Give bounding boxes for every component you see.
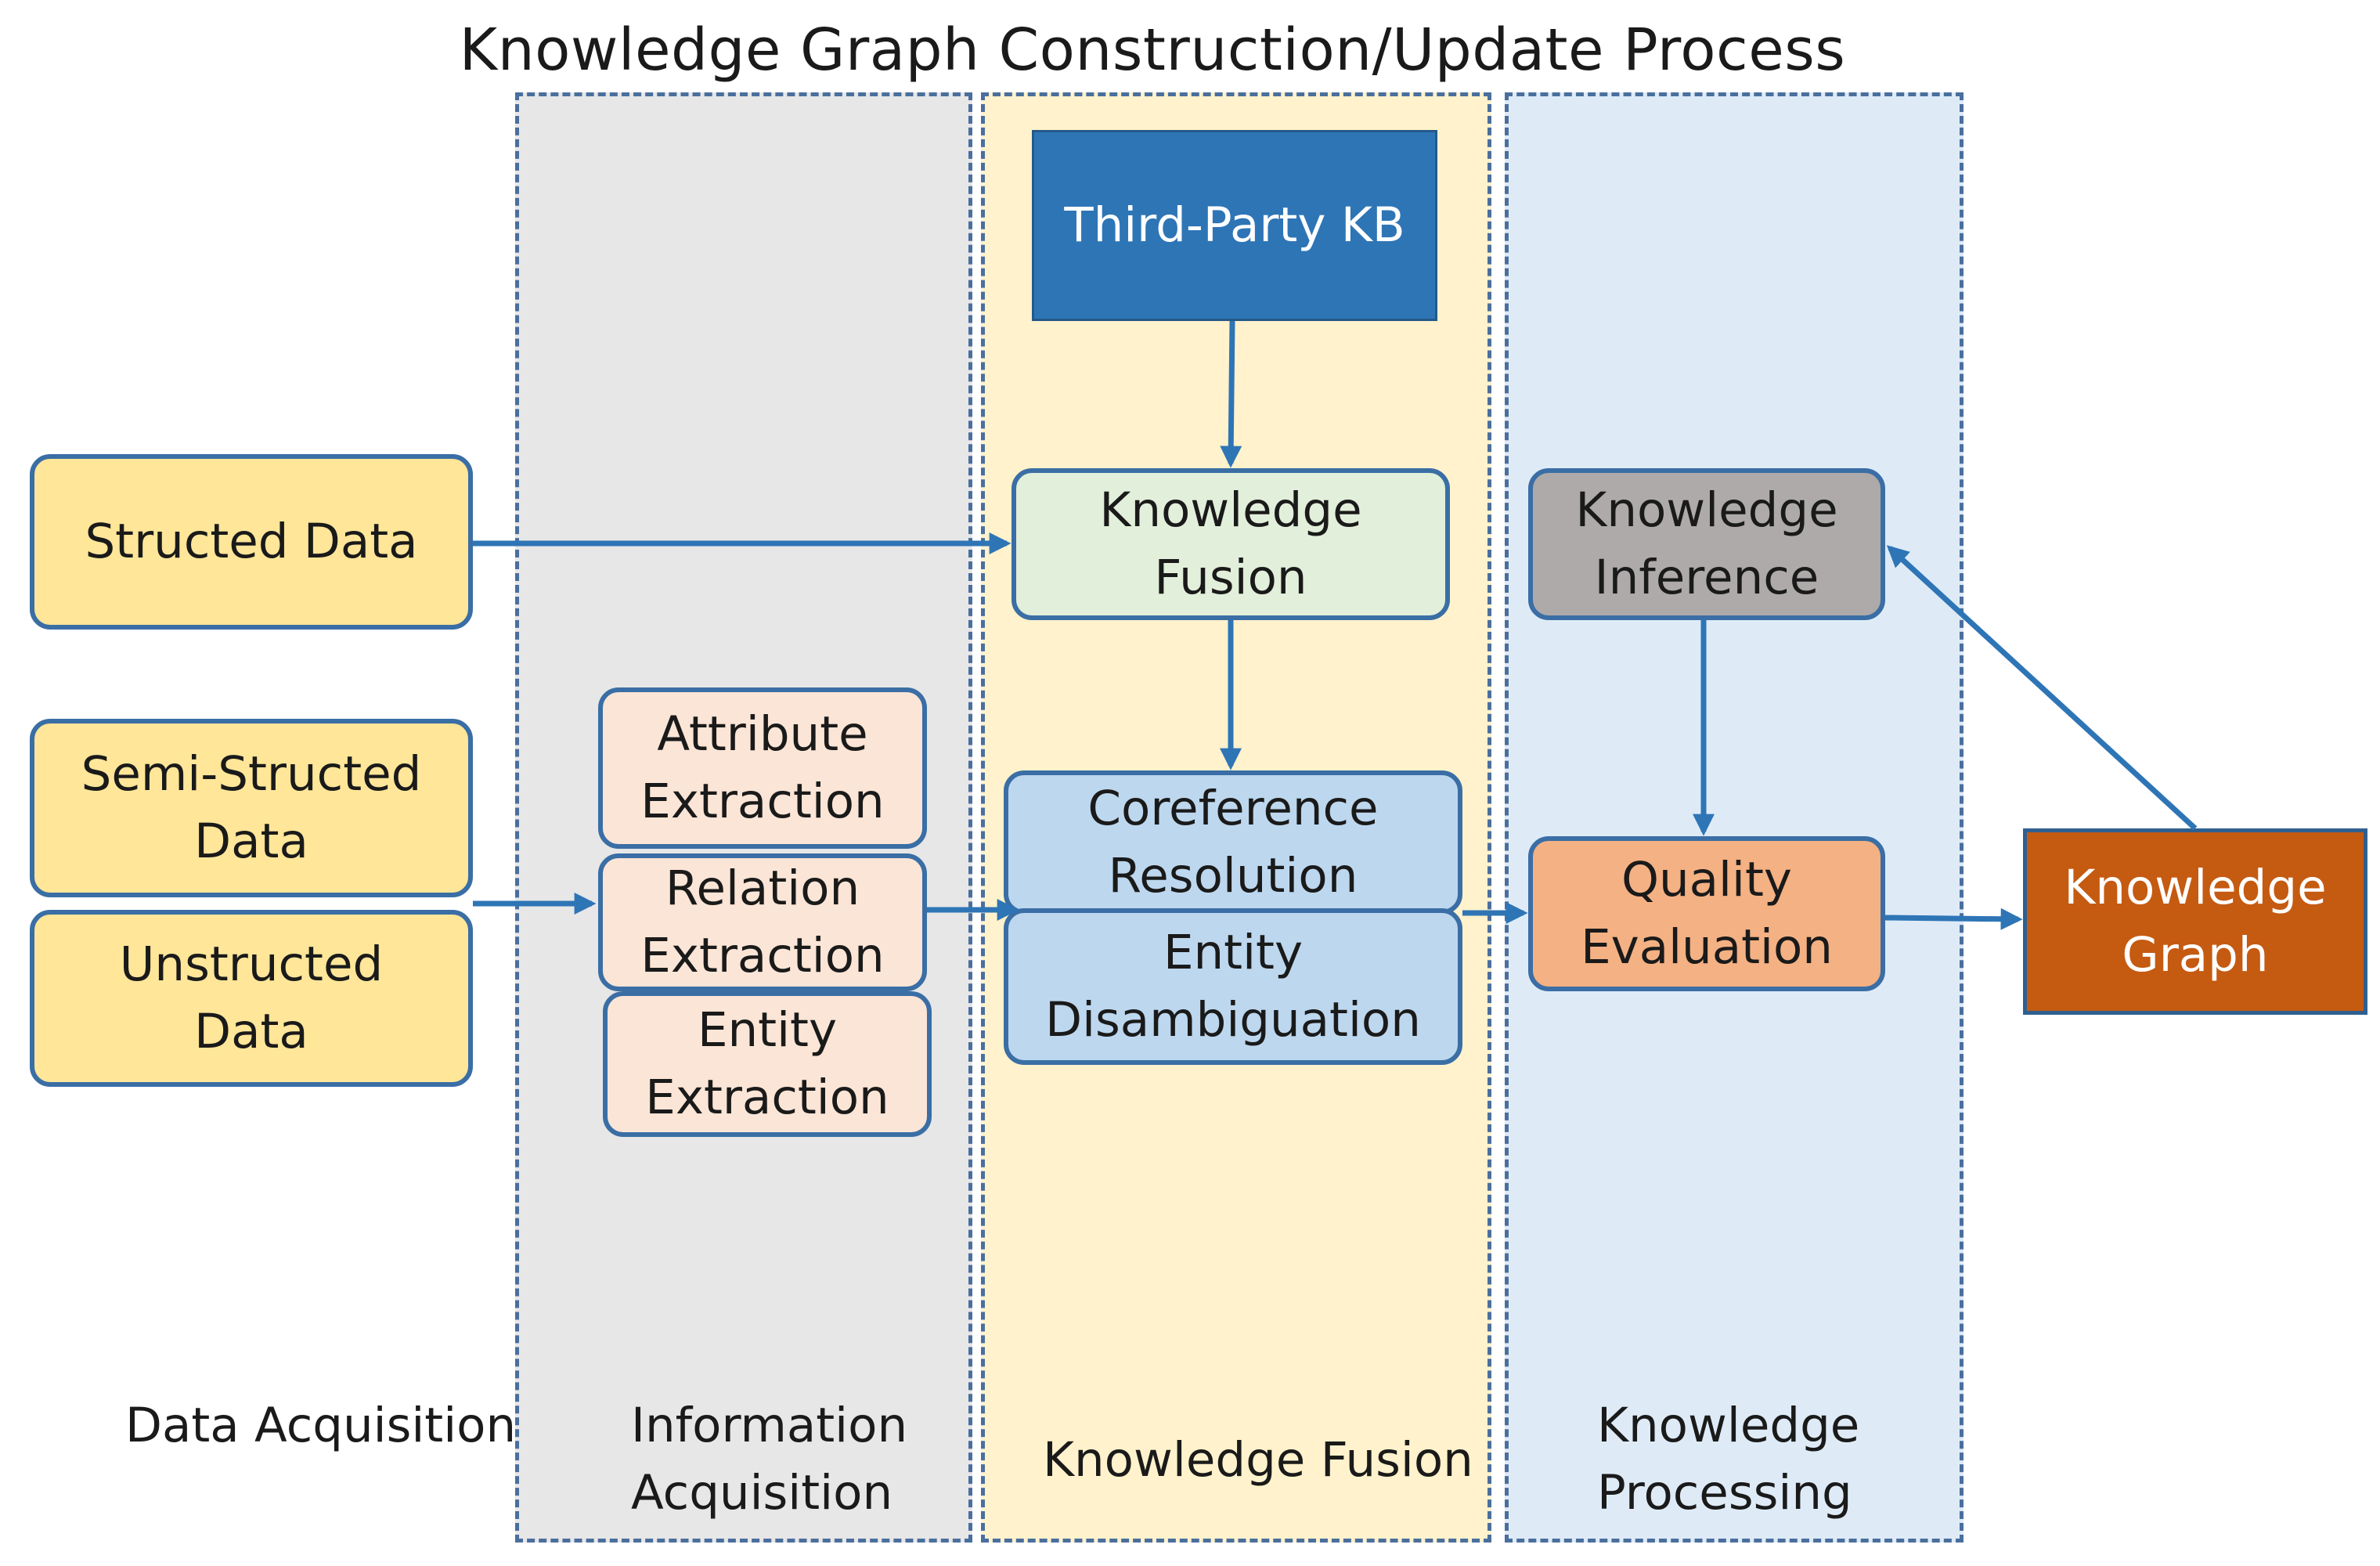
third-party-kb-label: Third-Party KB	[1064, 197, 1405, 253]
structed-data-label: Structed Data	[85, 514, 418, 569]
arrow-graph-to-inference	[1886, 545, 2198, 831]
arrow-kb-to-fusion	[1220, 320, 1242, 468]
data-acquisition-label: Data Acquisition	[125, 1398, 517, 1453]
knowledge-processing-region	[1505, 92, 1964, 1543]
structed-data-node: Structed Data	[30, 454, 473, 630]
third-party-kb-node: Third-Party KB	[1032, 130, 1437, 321]
arrow-quality-to-graph	[1884, 907, 2023, 930]
diagram-title: Knowledge Graph Construction/Update Proc…	[459, 16, 1846, 84]
knowledge-fusion-stage-label: Knowledge Fusion	[1043, 1432, 1473, 1488]
